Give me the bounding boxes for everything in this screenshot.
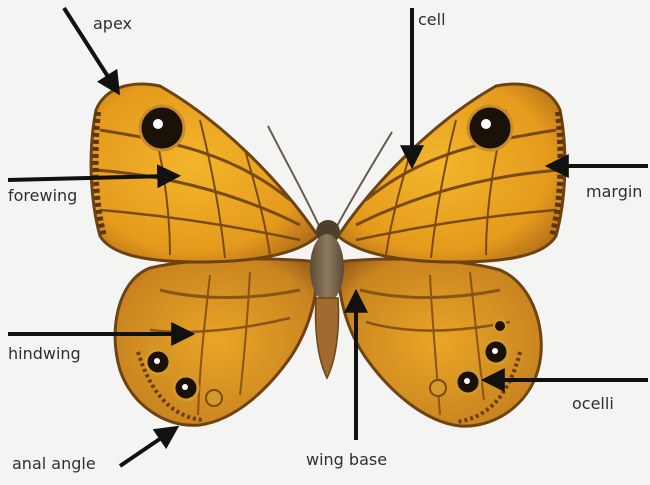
thorax bbox=[310, 234, 344, 302]
label-ocelli: ocelli bbox=[572, 396, 614, 412]
label-cell: cell bbox=[418, 12, 446, 28]
label-wing-base: wing base bbox=[306, 452, 387, 468]
right-hindwing bbox=[338, 259, 541, 426]
anal-angle-arrow bbox=[120, 432, 170, 466]
label-hindwing: hindwing bbox=[8, 346, 81, 362]
label-apex: apex bbox=[93, 16, 132, 32]
label-anal-angle: anal angle bbox=[12, 456, 96, 472]
abdomen bbox=[315, 298, 338, 378]
left-forewing-eyespot bbox=[140, 106, 184, 150]
left-forewing bbox=[91, 84, 318, 262]
right-forewing-eyespot bbox=[468, 106, 512, 150]
label-forewing: forewing bbox=[8, 188, 77, 204]
right-forewing bbox=[338, 84, 565, 262]
label-margin: margin bbox=[586, 184, 642, 200]
